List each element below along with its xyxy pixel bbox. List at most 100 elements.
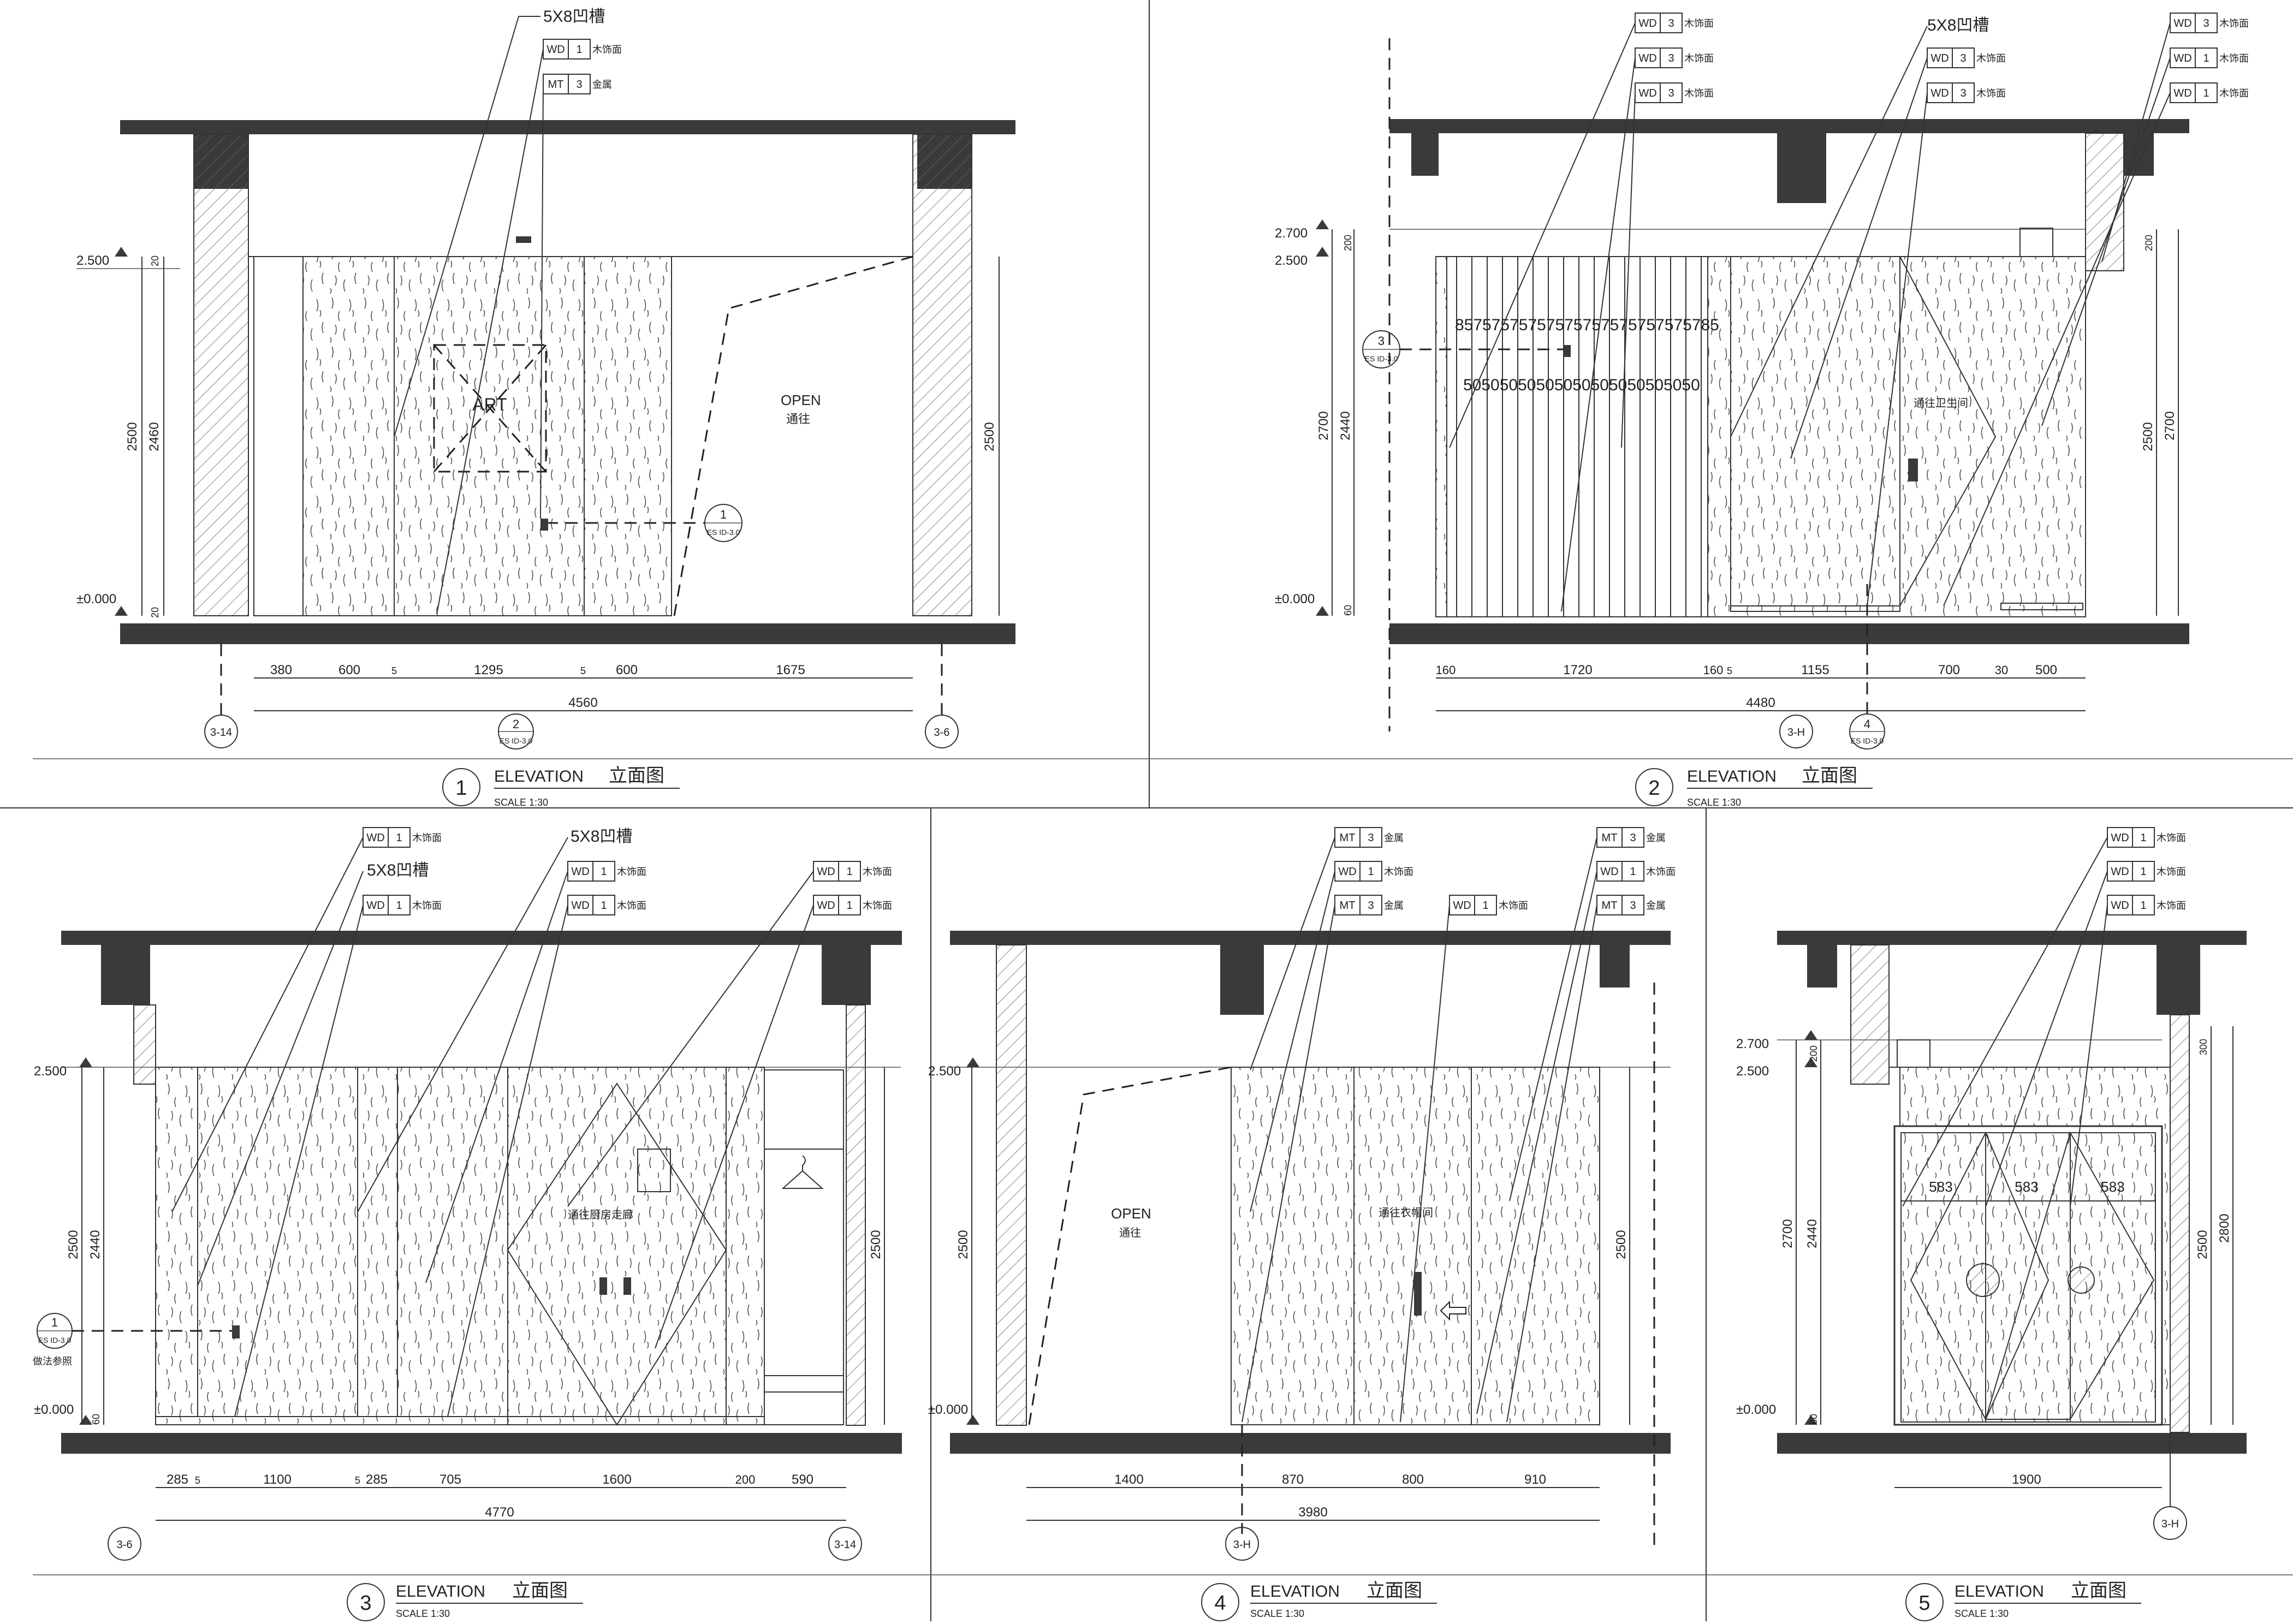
material-code: WD	[2173, 17, 2191, 29]
callout-groove: 5X8凹槽	[367, 861, 429, 879]
material-number: 3	[1668, 52, 1674, 64]
section-ref-number: 1	[51, 1316, 58, 1329]
material-code: MT	[1602, 832, 1618, 844]
dimension-text: 200	[735, 1473, 756, 1486]
wood-door-panel	[1353, 1067, 1472, 1425]
ceiling-slab	[120, 120, 1015, 134]
door-diamond	[507, 1082, 727, 1426]
level-label: 2.500	[928, 1064, 961, 1079]
material-number: 3	[1668, 87, 1674, 99]
material-desc: 木饰面	[1684, 18, 1714, 29]
callout-group-right: WD 3 木饰面 WD 1 木饰面 WD 1 木饰面	[1943, 13, 2249, 606]
material-desc: 木饰面	[617, 866, 646, 877]
title-bubble	[347, 1583, 385, 1621]
dimension-text: 2500	[982, 422, 997, 451]
axis-label: 3-H	[1233, 1539, 1251, 1551]
panel-width: 583	[1929, 1179, 1952, 1195]
panel-width: 583	[2101, 1179, 2124, 1195]
material-desc: 木饰面	[412, 900, 442, 911]
dimension-text: 200	[1342, 235, 1353, 251]
material-number: 1	[1368, 866, 1374, 878]
axis-bubble	[2153, 1506, 2187, 1540]
material-desc: 木饰面	[2157, 900, 2186, 911]
elevation-panel-1: ART OPEN 通往 1 ES ID-3.0 5X8凹槽 WD 1 木饰面 M…	[76, 8, 1015, 808]
leader-line	[447, 905, 568, 1417]
material-tag-number-box	[1359, 895, 1382, 915]
elevation-panel-5: 583 583 583 WD 1 木饰面 WD 1 木饰面 WD 1 木饰面 2…	[1736, 827, 2247, 1621]
leader-line	[197, 871, 364, 1286]
leader-line	[1250, 837, 1335, 1070]
callout-group-a: MT 3 金属 WD 1 木饰面 MT 3 金属	[1241, 827, 1413, 1423]
material-code: WD	[1930, 87, 1949, 99]
material-code: WD	[546, 44, 565, 56]
leader-line	[1241, 905, 1335, 1423]
level-label: 2.500	[34, 1064, 67, 1079]
material-desc: 木饰面	[1384, 866, 1413, 877]
material-code: WD	[1638, 87, 1656, 99]
beam	[1220, 945, 1264, 1015]
dimension-text: 1155	[1801, 663, 1829, 677]
ceiling-slab	[950, 931, 1671, 945]
leader-line	[655, 905, 814, 1349]
door-diamond	[1985, 1131, 2155, 1420]
panel-width: 583	[2015, 1179, 2038, 1195]
material-tag-number-box	[838, 861, 861, 882]
dimension-total: 4770	[485, 1505, 514, 1520]
material-desc: 木饰面	[2219, 88, 2249, 99]
material-code: WD	[366, 832, 384, 844]
title-bubble	[1635, 768, 1673, 806]
panel-number: 2	[1648, 777, 1660, 800]
dimension-text: 2700	[2163, 411, 2177, 440]
material-tag-number-box	[1952, 47, 1975, 68]
material-number: 1	[601, 900, 607, 912]
material-desc: 金属	[1384, 900, 1404, 911]
air-vent	[2019, 228, 2053, 257]
material-code: WD	[817, 866, 835, 878]
axis-label: 3-H	[1787, 727, 1805, 739]
leader-line	[567, 871, 814, 1207]
title-bubble	[1201, 1583, 1239, 1621]
panel-title: ELEVATION	[1955, 1583, 2044, 1601]
level-label: 2.500	[1736, 1064, 1769, 1079]
material-desc: 木饰面	[1499, 900, 1528, 911]
title-bubble	[1905, 1583, 1944, 1621]
material-tag-number-box	[1621, 895, 1644, 915]
material-tag-number-box	[1660, 82, 1683, 103]
callout-groove: 5X8凹槽	[571, 828, 632, 846]
material-tag-number-box	[2195, 13, 2218, 33]
material-desc: 木饰面	[2157, 866, 2186, 877]
material-code: WD	[1930, 52, 1949, 64]
leader-line	[1400, 905, 1450, 1423]
panel-number: 3	[360, 1592, 371, 1615]
leader-line	[1621, 92, 1636, 448]
wall-column	[912, 134, 972, 616]
leader-line	[394, 16, 519, 437]
level-label: 2.700	[1736, 1037, 1769, 1051]
level-marker-icon	[1316, 219, 1329, 229]
panel-number: 4	[1214, 1592, 1226, 1615]
open-outline	[673, 255, 913, 616]
beam	[1600, 945, 1630, 988]
leader-line	[171, 837, 364, 1212]
material-tag-number-box	[2132, 895, 2155, 915]
panel-title-cn: 立面图	[512, 1580, 568, 1601]
material-tag-number-box	[1621, 827, 1644, 848]
material-tag-number-box	[1359, 861, 1382, 882]
material-desc: 木饰面	[1684, 88, 1714, 99]
section-marker	[232, 1325, 240, 1339]
round-handle-icon	[2068, 1266, 2095, 1294]
material-number: 3	[1368, 832, 1374, 844]
material-tag-number-box	[1359, 827, 1382, 848]
material-number: 1	[1482, 900, 1488, 912]
level-label: 2.700	[1275, 226, 1308, 241]
material-number: 1	[2140, 832, 2146, 844]
material-desc: 木饰面	[1976, 88, 2006, 99]
dimension-text: 20	[150, 607, 161, 618]
panel-title-cn: 立面图	[1367, 1580, 1422, 1601]
material-code: WD	[1638, 17, 1656, 29]
material-tag-number-box	[1474, 895, 1497, 915]
material-code: WD	[2173, 52, 2191, 64]
material-desc: 木饰面	[412, 832, 442, 843]
dimension-text: 200	[2143, 235, 2154, 251]
